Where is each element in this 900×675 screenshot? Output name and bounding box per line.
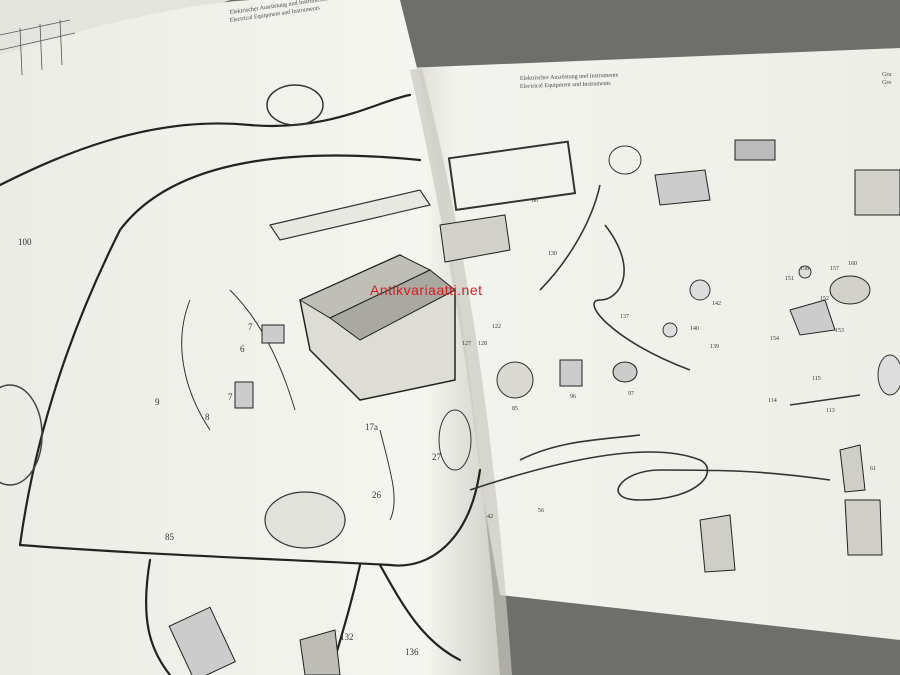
fuse-box	[168, 606, 237, 675]
lamp-body-left	[438, 409, 472, 471]
callout: 122	[492, 324, 501, 330]
callout: 127	[462, 341, 471, 347]
callout: 85	[512, 406, 518, 412]
right-wiring	[469, 184, 831, 501]
callout: 158	[800, 266, 809, 272]
small-part-a	[261, 324, 285, 344]
battery	[298, 254, 456, 401]
right-corner-1: Gru	[882, 72, 891, 78]
starter-motor	[264, 491, 346, 549]
left-table	[0, 19, 76, 76]
callout: 153	[835, 328, 844, 334]
callout: 132	[340, 632, 354, 642]
callout: 152	[820, 296, 829, 302]
rod-113	[789, 394, 861, 406]
callout: 151	[785, 276, 794, 282]
callout: 128	[478, 341, 487, 347]
callout: 160	[848, 261, 857, 267]
callout: 85	[165, 532, 175, 542]
lamp-right-top	[854, 169, 900, 216]
callout: 137	[620, 314, 629, 320]
callout: 157	[830, 266, 839, 272]
callout: 6	[240, 344, 245, 354]
relay-top	[734, 139, 776, 161]
horn-153	[789, 299, 836, 336]
switch-96	[559, 359, 583, 387]
callout: 115	[812, 376, 821, 382]
callout: 61	[870, 466, 876, 472]
right-page	[405, 48, 900, 640]
speedo-right	[608, 145, 642, 175]
callout: 7	[248, 322, 253, 332]
lamp-right-mid	[877, 354, 900, 396]
callout: 17a	[365, 422, 378, 432]
callout: 97	[628, 391, 634, 397]
callout: 100	[18, 237, 32, 247]
watermark-text: Antikvariaatti.net	[370, 282, 483, 298]
callout: 142	[712, 301, 721, 307]
rear-lamp-a	[699, 514, 736, 573]
callout: 113	[826, 408, 835, 414]
gauge-85	[496, 361, 534, 399]
right-header-2: Electrical Equipment and Instruments	[520, 81, 612, 90]
round-lamp	[266, 84, 324, 126]
callout: 42	[487, 514, 493, 520]
round-gauge-left	[0, 384, 43, 486]
bracket-61	[839, 444, 866, 493]
relay-left	[299, 629, 341, 675]
callout: 80	[532, 198, 538, 204]
small-part-b	[234, 381, 254, 409]
left-wiring	[0, 93, 482, 675]
mirror-frame	[447, 140, 577, 211]
callout: 7	[228, 392, 233, 402]
right-callouts: 127 128 122 130 80 85 96 97 137 142 140 …	[462, 198, 876, 520]
motor-152	[829, 275, 871, 305]
callout: 139	[710, 344, 719, 350]
callout: 114	[768, 398, 777, 404]
callout: 96	[570, 394, 576, 400]
callout: 9	[155, 397, 160, 407]
mirror-bar	[269, 189, 431, 241]
plug-97	[612, 361, 638, 383]
callout: 27	[432, 452, 442, 462]
left-callouts: 100 7 6 9 8 7 17a 26 27 85 132 136	[18, 237, 442, 657]
wiper-motor	[654, 169, 711, 206]
callout: 140	[690, 326, 699, 332]
rear-lamp-b	[844, 499, 883, 556]
left-page	[0, 0, 500, 675]
right-header-1: Elektrischer Ausrüstung und Instrumente	[520, 73, 619, 82]
callout: 130	[548, 251, 557, 257]
callout: 56	[538, 508, 544, 514]
instrument-cluster	[439, 214, 511, 263]
callout: 154	[770, 336, 779, 342]
callout: 8	[205, 412, 210, 422]
callout: 136	[405, 647, 419, 657]
right-corner-2: Gro	[882, 80, 891, 86]
callout: 26	[372, 490, 382, 500]
